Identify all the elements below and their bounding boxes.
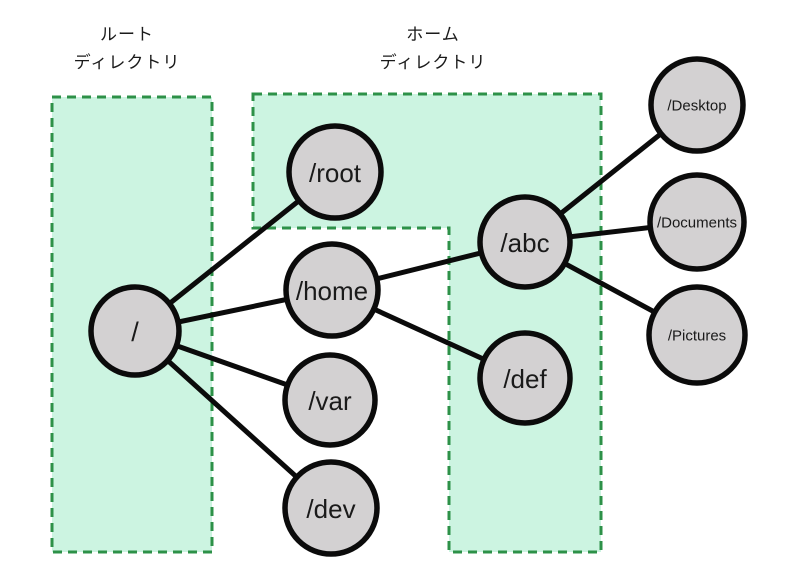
node-label-pictures: /Pictures: [668, 328, 726, 345]
node-label-documents: /Documents: [657, 215, 737, 232]
node-circle-def: [477, 330, 573, 426]
node-circle-documents: [647, 172, 747, 272]
root-directory-label: ルートディレクトリ: [74, 25, 181, 72]
node-home: /home: [283, 241, 381, 339]
node-circle-dev: [282, 459, 380, 557]
node-desktop: /Desktop: [648, 56, 746, 154]
node-circle-pictures: [646, 284, 748, 386]
node-circle-slashroot: [286, 123, 384, 221]
node-label-slashroot: /root: [309, 158, 362, 188]
node-circle-root: [88, 284, 182, 378]
node-label-var: /var: [308, 386, 352, 416]
node-circle-desktop: [648, 56, 746, 154]
node-var: /var: [282, 352, 378, 448]
node-label-def: /def: [503, 364, 547, 394]
node-label-home: /home: [296, 276, 368, 306]
node-pictures: /Pictures: [646, 284, 748, 386]
node-def: /def: [477, 330, 573, 426]
node-root: /: [88, 284, 182, 378]
node-dev: /dev: [282, 459, 380, 557]
node-documents: /Documents: [647, 172, 747, 272]
home-directory-label: ホームディレクトリ: [380, 25, 487, 72]
node-label-desktop: /Desktop: [667, 98, 726, 115]
node-circle-abc: [477, 194, 573, 290]
node-slashroot: /root: [286, 123, 384, 221]
node-circle-home: [283, 241, 381, 339]
node-circle-var: [282, 352, 378, 448]
node-abc: /abc: [477, 194, 573, 290]
node-label-dev: /dev: [306, 494, 355, 524]
node-label-root: /: [131, 317, 139, 347]
node-label-abc: /abc: [500, 228, 549, 258]
